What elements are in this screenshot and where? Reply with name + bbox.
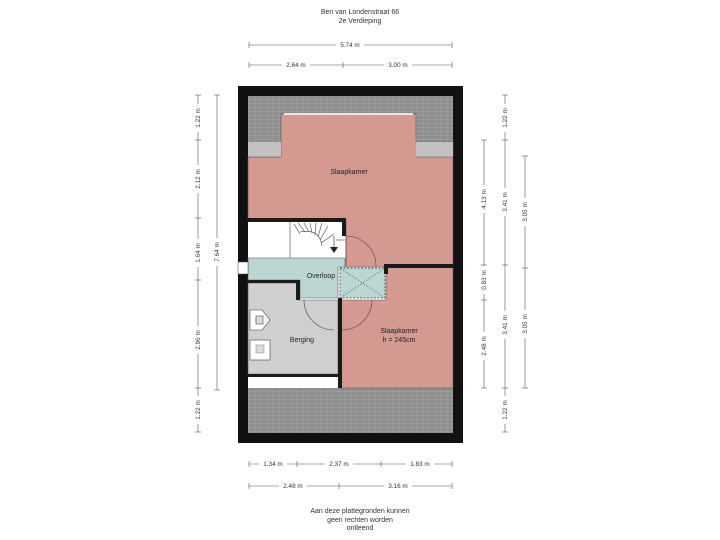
- interior-walls: [248, 218, 453, 388]
- dim-right-inner-3: 0.83 m: [481, 270, 488, 290]
- door-swings: [303, 235, 377, 331]
- boiler-icon: [249, 309, 271, 331]
- right-dimension-lines: [481, 94, 528, 433]
- disclaimer-line-3: ontleend: [346, 525, 374, 532]
- dim-left-3: 1.64 m: [195, 243, 202, 263]
- top-right-recess: [416, 142, 453, 157]
- label-slaapkamer-top: Slaapkamer: [330, 169, 368, 176]
- dim-left-1: 1.22 m: [195, 108, 202, 128]
- dim-right-mid-2: 3.41 m: [502, 315, 509, 335]
- dim-bottom-total-2: 3.16 m: [388, 483, 408, 490]
- dim-right-inner-4: 2.48 m: [481, 336, 488, 356]
- dim-left-2: 2.12 m: [195, 169, 202, 189]
- roof-hatch: [339, 267, 386, 299]
- label-berging: Berging: [290, 337, 314, 344]
- dim-top-total: 5.74 m: [340, 42, 360, 49]
- dim-right-outer-2: 3.05 m: [522, 314, 529, 334]
- label-slaapkamer-bottom-height: h = 245cm: [383, 337, 416, 344]
- disclaimer-line-2: geen rechten worden: [327, 516, 393, 524]
- dim-bottom-total-1: 2.48 m: [283, 483, 303, 490]
- disclaimer: Aan deze plattegronden kunnen geen recht…: [0, 508, 720, 534]
- label-overloop: Overloop: [307, 273, 336, 280]
- dim-right-mid-1: 3.41 m: [502, 192, 509, 212]
- disclaimer-line-1: Aan deze plattegronden kunnen: [310, 508, 410, 515]
- staircase[interactable]: [248, 222, 345, 258]
- address-title: Ben van Londenstraat 66: [320, 9, 400, 16]
- top-left-recess: [248, 142, 281, 157]
- window-left: [237, 261, 249, 275]
- dim-top-right: 3.00 m: [388, 62, 408, 69]
- dim-left-total: 7.64 m: [214, 242, 221, 262]
- dim-top-left: 2.64 m: [286, 62, 306, 69]
- floor-subtitle: 2e Verdieping: [338, 18, 382, 25]
- dim-bottom-2: 2.37 m: [329, 461, 349, 468]
- stair-arrow-icon: [330, 247, 338, 253]
- dim-right-outer-1: 3.05 m: [522, 202, 529, 222]
- dim-left-4: 2.96 m: [195, 330, 202, 350]
- dim-bottom-3: 1.83 m: [410, 461, 430, 468]
- dim-right-inner-2: 4.13 m: [481, 189, 488, 209]
- stair-treads: [289, 222, 345, 258]
- dim-bottom-1: 1.34 m: [263, 461, 283, 468]
- dim-right-inner-1: 1.22 m: [502, 108, 509, 128]
- dim-right-inner-5: 1.22 m: [502, 400, 509, 420]
- label-slaapkamer-bottom: Slaapkamer: [380, 328, 418, 335]
- roof-slope-bottom: [248, 388, 453, 433]
- dim-left-5: 1.22 m: [195, 400, 202, 420]
